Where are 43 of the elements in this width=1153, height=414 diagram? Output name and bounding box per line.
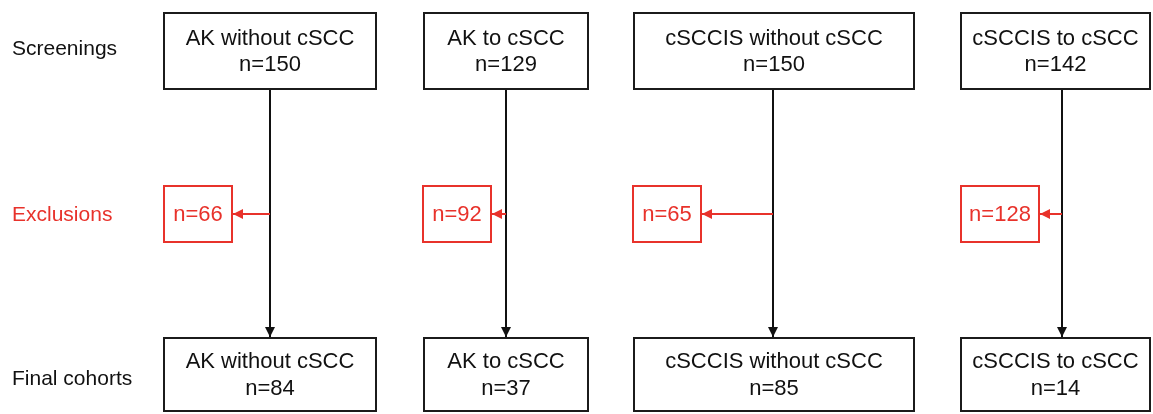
row-label: Exclusions xyxy=(12,202,113,226)
count-text: n=14 xyxy=(1030,374,1081,401)
exclusion-box xyxy=(163,185,233,243)
arrow xyxy=(701,209,774,219)
cohort-box xyxy=(423,12,589,90)
count-text: n=84 xyxy=(245,374,295,401)
arrow xyxy=(501,89,511,338)
count-text: n=150 xyxy=(743,51,805,78)
count-text: n=128 xyxy=(969,200,1031,228)
group-name: AK without cSCC xyxy=(185,348,355,375)
count-text: n=142 xyxy=(1024,51,1087,78)
cohort-box xyxy=(960,337,1151,412)
exclusion-box xyxy=(422,185,492,243)
cohort-box xyxy=(633,12,915,90)
arrow xyxy=(1057,89,1067,338)
arrow xyxy=(232,209,271,219)
count-text: n=92 xyxy=(432,200,482,228)
cohort-box xyxy=(423,337,589,412)
group-name: cSCCIS to cSCC xyxy=(972,348,1139,375)
cohort-box xyxy=(163,337,377,412)
arrow xyxy=(1039,209,1063,219)
count-text: n=129 xyxy=(475,51,537,78)
group-name: AK to cSCC xyxy=(447,24,565,51)
group-name: cSCCIS without cSCC xyxy=(665,24,883,51)
count-text: n=66 xyxy=(173,200,223,228)
arrow xyxy=(491,209,507,219)
count-text: n=85 xyxy=(749,374,799,401)
group-name: AK without cSCC xyxy=(185,24,355,51)
cohort-box xyxy=(163,12,377,90)
count-text: n=37 xyxy=(481,374,531,401)
row-label: Screenings xyxy=(12,36,118,60)
exclusion-box xyxy=(960,185,1040,243)
exclusion-box xyxy=(632,185,702,243)
group-name: AK to cSCC xyxy=(447,348,565,375)
row-label: Final cohorts xyxy=(12,366,133,390)
group-name: cSCCIS to cSCC xyxy=(972,24,1139,51)
count-text: n=150 xyxy=(239,51,301,78)
arrow xyxy=(768,89,778,338)
cohort-box xyxy=(960,12,1151,90)
count-text: n=65 xyxy=(642,200,692,228)
cohort-box xyxy=(633,337,915,412)
group-name: cSCCIS without cSCC xyxy=(665,348,883,375)
arrow xyxy=(265,89,275,338)
